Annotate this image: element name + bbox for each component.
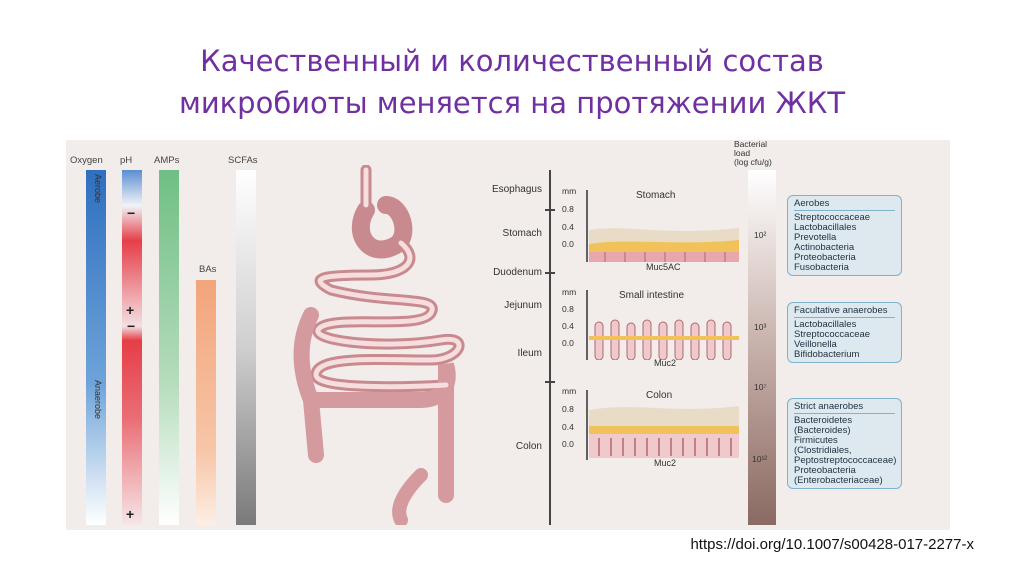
ph-header: pH (120, 155, 133, 166)
ph-gradient-bar (122, 170, 142, 525)
ph-sign-4: + (126, 506, 135, 522)
panel3-mucin: Muc2 (654, 458, 677, 468)
amps-header: AMPs (154, 155, 180, 166)
load-ileum: 10⁷ (754, 382, 767, 392)
strict-item: (Bacteroides) (794, 425, 851, 436)
strict-item: (Enterobacteriaceae) (794, 475, 883, 486)
doi-link[interactable]: https://doi.org/10.1007/s00428-017-2277-… (690, 536, 974, 553)
panel2-title: Small intestine (619, 290, 685, 301)
bacterial-load-header: Bacterial load (log cfu/g) (734, 139, 772, 167)
scfas-header: SCFAs (228, 155, 258, 166)
panel3-unit: mm (562, 386, 577, 396)
panel3-mucus-chart (586, 390, 739, 460)
oxygen-aerobe-label: Aerobe (93, 174, 103, 204)
panel2-tick-08: 0.8 (562, 304, 574, 314)
facultative-item: Streptococcaceae (794, 329, 871, 340)
panel3-tick-04: 0.4 (562, 422, 574, 432)
panel2-tick-00: 0.0 (562, 338, 574, 348)
strict-item: (Clostridiales, (794, 445, 852, 456)
strict-item: Bacteroidetes (794, 415, 853, 426)
amps-gradient-bar (159, 170, 179, 525)
gut-microbiota-figure: Oxygen pH AMPs SCFAs BAs Aerobe Anaerobe… (66, 140, 950, 530)
ph-sign-2: + (126, 302, 135, 318)
facultative-item: Lactobacillales (794, 319, 857, 330)
ph-sign-3: − (127, 318, 136, 334)
panel3-tick-08: 0.8 (562, 404, 574, 414)
aerobes-item: Streptococcaceae (794, 212, 871, 223)
aerobes-item: Lactobacillales (794, 222, 857, 233)
panel2-tick-04: 0.4 (562, 321, 574, 331)
segment-colon: Colon (515, 441, 542, 452)
oxygen-gradient-bar (86, 170, 106, 525)
aerobes-box: Aerobes Streptococcaceae Lactobacillales… (787, 195, 902, 276)
panel1-tick-00: 0.0 (562, 239, 574, 249)
strict-item: Peptostreptococcaceae) (794, 455, 897, 466)
panel1-mucin: Muc5AC (646, 262, 681, 272)
scfas-gradient-bar (236, 170, 256, 525)
bas-gradient-bar (196, 280, 216, 525)
aerobes-item: Fusobacteria (794, 262, 849, 273)
load-stomach: 10² (754, 230, 767, 240)
oxygen-header: Oxygen (70, 155, 103, 166)
strict-item: Firmicutes (794, 435, 838, 446)
slide-title: Качественный и количественный состав мик… (0, 40, 1024, 124)
panel1-tick-08: 0.8 (562, 204, 574, 214)
gi-tract-illustration (293, 165, 465, 525)
segment-stomach: Stomach (502, 228, 542, 239)
bas-header: BAs (199, 264, 217, 275)
facultative-heading: Facultative anaerobes (794, 305, 895, 318)
panel1-unit: mm (562, 186, 577, 196)
aerobes-item: Actinobacteria (794, 242, 855, 253)
panel3-tick-00: 0.0 (562, 439, 574, 449)
ph-sign-1: − (127, 205, 136, 221)
segment-duodenum: Duodenum (493, 267, 542, 278)
facultative-item: Bifidobacterium (794, 349, 860, 360)
panel2-unit: mm (562, 287, 577, 297)
strict-heading: Strict anaerobes (794, 401, 895, 414)
segment-axis (545, 170, 555, 525)
segment-esophagus: Esophagus (491, 184, 542, 195)
oxygen-anaerobe-label: Anaerobe (93, 380, 103, 420)
strict-item: Proteobacteria (794, 465, 856, 476)
segment-ileum: Ileum (517, 348, 542, 359)
strict-anaerobes-box: Strict anaerobes Bacteroidetes (Bacteroi… (787, 398, 902, 489)
panel1-title: Stomach (636, 190, 676, 201)
load-colon: 10¹² (752, 454, 768, 464)
aerobes-heading: Aerobes (794, 198, 895, 211)
load-jejunum: 10³ (754, 322, 767, 332)
panel2-mucin: Muc2 (654, 358, 677, 368)
title-line-1: Качественный и количественный состав (200, 44, 824, 78)
panel3-title: Colon (646, 390, 673, 401)
segment-jejunum: Jejunum (504, 300, 542, 311)
title-line-2: микробиоты меняется на протяжении ЖКТ (178, 86, 846, 120)
facultative-item: Veillonella (794, 339, 837, 350)
facultative-anaerobes-box: Facultative anaerobes Lactobacillales St… (787, 302, 902, 363)
panel1-mucus-chart (586, 190, 739, 262)
panel2-mucus-chart (586, 290, 739, 360)
aerobes-item: Prevotella (794, 232, 837, 243)
bacterial-load-gradient-bar (748, 170, 776, 525)
aerobes-item: Proteobacteria (794, 252, 856, 263)
panel1-tick-04: 0.4 (562, 222, 574, 232)
